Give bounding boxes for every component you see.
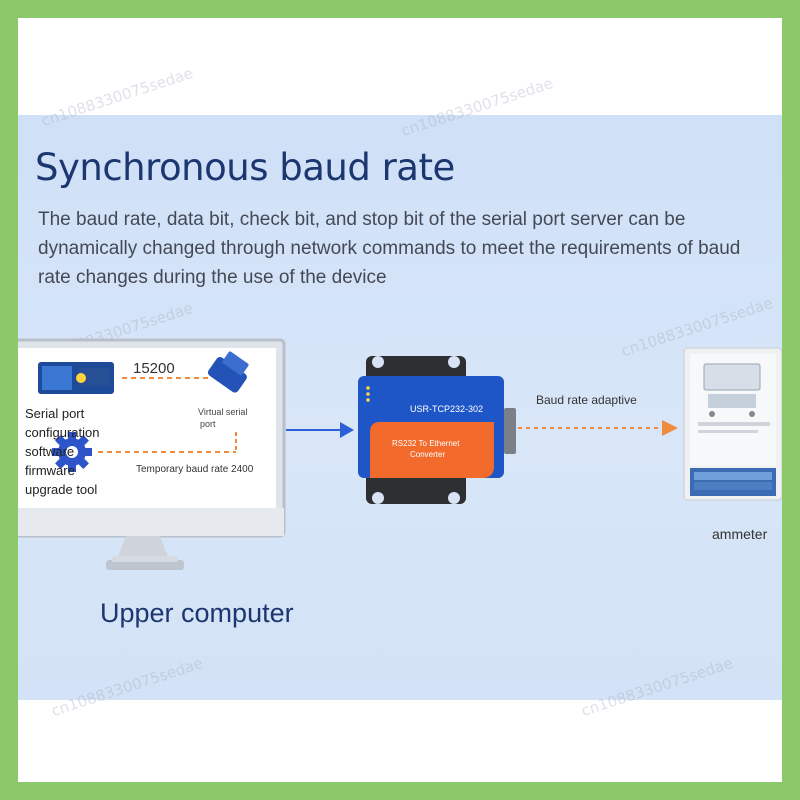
virtual-port-line2: port — [200, 419, 216, 429]
serial-connector-icon — [207, 351, 249, 393]
upper-computer-label: Upper computer — [100, 598, 294, 628]
tool-label-line4: firmware — [25, 463, 75, 478]
diagram: 15200 Virtual serial port Temporary baud… — [18, 338, 782, 570]
baud-value: 15200 — [133, 360, 175, 377]
arrow-to-ammeter — [518, 420, 678, 436]
screen-content: 15200 Virtual serial port Temporary baud… — [25, 351, 254, 497]
content-area: cn1088330075sedae cn1088330075sedae cn10… — [18, 18, 782, 782]
temp-baud-label: Temporary baud rate 2400 — [136, 464, 254, 475]
converter-model: USR-TCP232-302 — [410, 404, 483, 414]
tool-label-line3: software — [25, 444, 74, 459]
description-text: The baud rate, data bit, check bit, and … — [38, 209, 741, 288]
virtual-port-line1: Virtual serial — [198, 407, 247, 417]
converter-device: USR-TCP232-302 RS232 To Ethernet Convert… — [358, 356, 516, 504]
baud-rate-adaptive-label: Baud rate adaptive — [536, 393, 637, 407]
tool-label-line5: upgrade tool — [25, 482, 97, 497]
converter-label-line2: Converter — [410, 450, 445, 459]
page-title: Synchronous baud rate — [35, 146, 455, 189]
tool-label-line1: Serial port — [25, 406, 85, 421]
converter-label-line1: RS232 To Ethernet — [392, 439, 460, 448]
ammeter-label: ammeter — [712, 526, 768, 542]
tool-label-line2: configuration — [25, 425, 99, 440]
arrow-to-converter — [286, 422, 354, 438]
ammeter-device — [683, 347, 782, 501]
